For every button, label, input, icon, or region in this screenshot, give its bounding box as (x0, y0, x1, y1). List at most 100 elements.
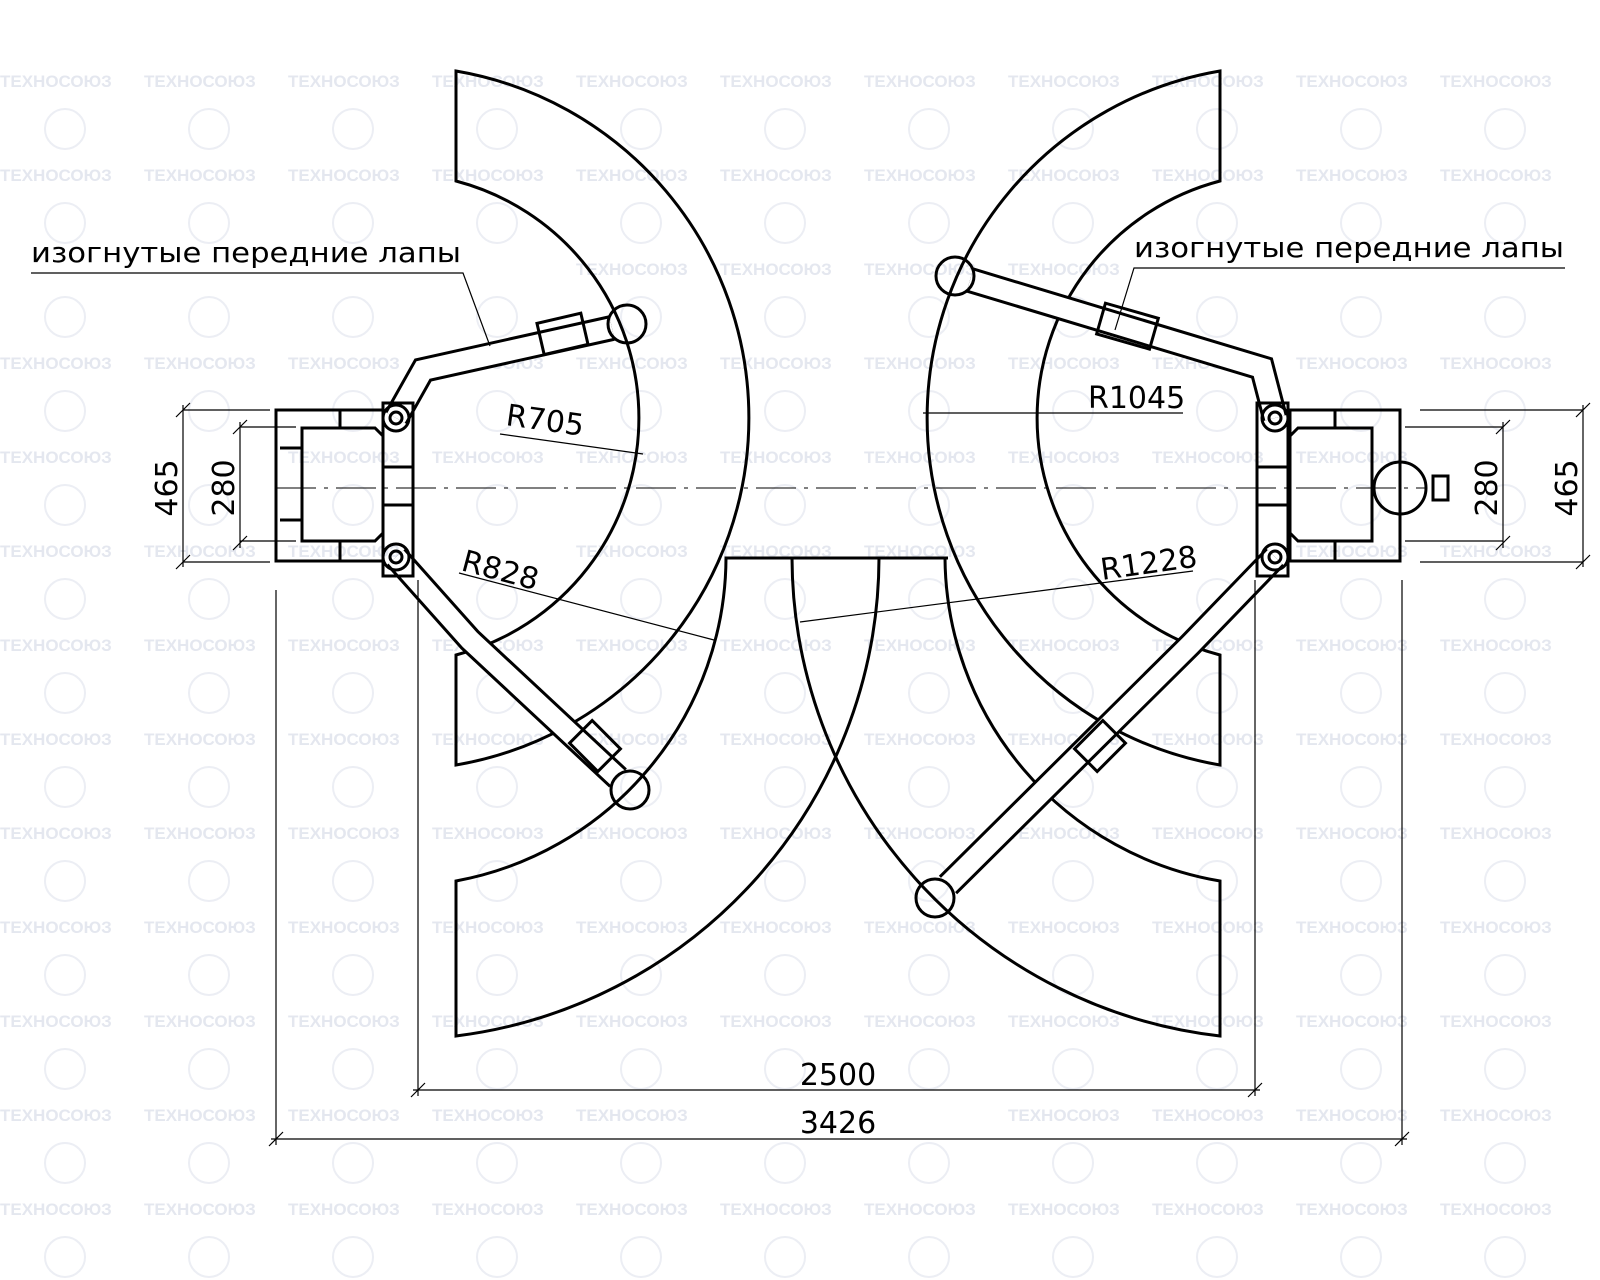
watermark-text: ТЕХНОСОЮЗ (288, 166, 400, 185)
watermark-text: ТЕХНОСОЮЗ (576, 1200, 688, 1219)
watermark-text: ТЕХНОСОЮЗ (432, 824, 544, 843)
watermark-text: ТЕХНОСОЮЗ (864, 636, 976, 655)
watermark-text: ТЕХНОСОЮЗ (144, 824, 256, 843)
watermark-text: ТЕХНОСОЮЗ (1296, 1012, 1408, 1031)
watermark-text: ТЕХНОСОЮЗ (576, 72, 688, 91)
watermark-text: ТЕХНОСОЮЗ (144, 1106, 256, 1125)
watermark-globe-icon (764, 390, 806, 432)
swing-zone-upper-left (454, 69, 751, 767)
watermark-text: ТЕХНОСОЮЗ (1152, 824, 1264, 843)
watermark-globe-icon (908, 296, 950, 338)
watermark-text: ТЕХНОСОЮЗ (1440, 72, 1552, 91)
watermark-globe-icon (188, 1048, 230, 1090)
swing-zone-upper-right (925, 69, 1222, 767)
watermark-text: ТЕХНОСОЮЗ (720, 824, 832, 843)
dim-right-465: 465 (1550, 459, 1585, 516)
watermark-text: ТЕХНОСОЮЗ (720, 448, 832, 467)
watermark-globe-icon (1340, 1048, 1382, 1090)
pivot-lower-right (1260, 542, 1290, 572)
watermark-globe-icon (476, 1142, 518, 1184)
watermark-globe-icon (764, 954, 806, 996)
watermark-text: ТЕХНОСОЮЗ (1152, 166, 1264, 185)
swing-zone-lower-left (454, 556, 881, 1038)
watermark-globe-icon (44, 954, 86, 996)
watermark-text: ТЕХНОСОЮЗ (432, 1012, 544, 1031)
watermark-globe-icon (908, 108, 950, 150)
watermark-text: ТЕХНОСОЮЗ (1440, 354, 1552, 373)
watermark-text: ТЕХНОСОЮЗ (864, 824, 976, 843)
watermark-text: ТЕХНОСОЮЗ (144, 918, 256, 937)
watermark-globe-icon (332, 1048, 374, 1090)
radius-r1228: R1228 (1098, 540, 1199, 588)
watermark-globe-icon (332, 296, 374, 338)
watermark-globe-icon (188, 202, 230, 244)
watermark-text: ТЕХНОСОЮЗ (576, 1106, 688, 1125)
watermark-text: ТЕХНОСОЮЗ (432, 1200, 544, 1219)
dim-post-span-2500: 2500 (800, 1058, 876, 1093)
post-left (274, 401, 415, 578)
watermark-globe-icon (476, 1048, 518, 1090)
watermark-text: ТЕХНОСОЮЗ (720, 542, 832, 561)
watermark-globe-icon (1196, 1048, 1238, 1090)
watermark-text: ТЕХНОСОЮЗ (1008, 260, 1120, 279)
watermark-text: ТЕХНОСОЮЗ (1440, 918, 1552, 937)
watermark-text: ТЕХНОСОЮЗ (720, 260, 832, 279)
watermark-text: ТЕХНОСОЮЗ (864, 448, 976, 467)
watermark-globe-icon (332, 108, 374, 150)
post-right (1255, 401, 1450, 578)
watermark-globe-icon (1052, 390, 1094, 432)
watermark-text: ТЕХНОСОЮЗ (1296, 166, 1408, 185)
watermark-globe-icon (1340, 860, 1382, 902)
watermark-text: ТЕХНОСОЮЗ (288, 72, 400, 91)
watermark-text: ТЕХНОСОЮЗ (576, 166, 688, 185)
watermark-text: ТЕХНОСОЮЗ (432, 1106, 544, 1125)
watermark-globe-icon (44, 766, 86, 808)
watermark-text: ТЕХНОСОЮЗ (1008, 448, 1120, 467)
watermark-globe-icon (764, 202, 806, 244)
watermark-globe-icon (1484, 1048, 1526, 1090)
watermark-text: ТЕХНОСОЮЗ (288, 1200, 400, 1219)
watermark-globe-icon (1196, 860, 1238, 902)
watermark-text: ТЕХНОСОЮЗ (576, 918, 688, 937)
watermark-text: ТЕХНОСОЮЗ (144, 1200, 256, 1219)
watermark-globe-icon (44, 672, 86, 714)
watermark-text: ТЕХНОСОЮЗ (864, 1012, 976, 1031)
watermark-globe-icon (1484, 390, 1526, 432)
watermark-globe-icon (764, 296, 806, 338)
watermark-globe-icon (1484, 1236, 1526, 1278)
watermark-text: ТЕХНОСОЮЗ (720, 166, 832, 185)
watermark-globe-icon (1052, 202, 1094, 244)
watermark-text: ТЕХНОСОЮЗ (720, 636, 832, 655)
watermark-globe-icon (44, 296, 86, 338)
watermark-globe-icon (1196, 484, 1238, 526)
watermark-globe-icon (620, 860, 662, 902)
watermark-layer: ТЕХНОСОЮЗ ТЕХНОСОЮЗ ТЕХНОСОЮЗ ТЕХНОСОЮЗ ТЕХН… (0, 72, 1552, 1278)
watermark-globe-icon (188, 766, 230, 808)
watermark-text: ТЕХНОСОЮЗ (0, 824, 112, 843)
watermark-globe-icon (1340, 108, 1382, 150)
watermark-globe-icon (908, 202, 950, 244)
watermark-text: ТЕХНОСОЮЗ (1296, 72, 1408, 91)
watermark-text: ТЕХНОСОЮЗ (1440, 636, 1552, 655)
watermark-text: ТЕХНОСОЮЗ (576, 260, 688, 279)
watermark-text: ТЕХНОСОЮЗ (1008, 1106, 1120, 1125)
watermark-text: ТЕХНОСОЮЗ (1008, 1012, 1120, 1031)
watermark-globe-icon (620, 484, 662, 526)
watermark-text: ТЕХНОСОЮЗ (0, 166, 112, 185)
watermark-text: ТЕХНОСОЮЗ (1152, 1200, 1264, 1219)
watermark-globe-icon (44, 484, 86, 526)
watermark-globe-icon (908, 1142, 950, 1184)
watermark-text: ТЕХНОСОЮЗ (720, 1200, 832, 1219)
watermark-globe-icon (332, 766, 374, 808)
watermark-globe-icon (188, 672, 230, 714)
watermark-globe-icon (764, 578, 806, 620)
arm-upper-right (934, 255, 1288, 422)
watermark-globe-icon (764, 484, 806, 526)
watermark-text: ТЕХНОСОЮЗ (144, 354, 256, 373)
watermark-text: ТЕХНОСОЮЗ (864, 72, 976, 91)
dimension-lines (175, 402, 1591, 1147)
watermark-globe-icon (44, 108, 86, 150)
watermark-text: ТЕХНОСОЮЗ (0, 918, 112, 937)
watermark-text: ТЕХНОСОЮЗ (432, 918, 544, 937)
watermark-globe-icon (476, 766, 518, 808)
